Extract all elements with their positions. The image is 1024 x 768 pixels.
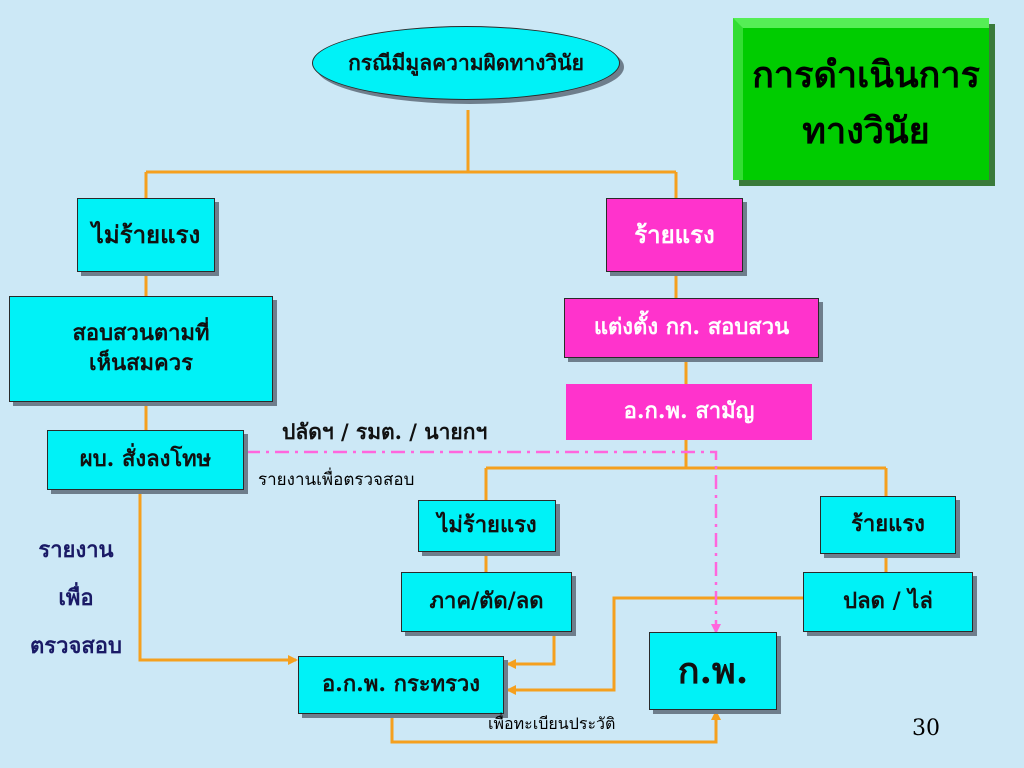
left-punish-node: ผบ. สั่งลงโทษ [47,430,244,490]
major-penalty-node: ปลด / ไล่ [803,572,973,632]
left-investigate-node: สอบสวนตามที่ เห็นสมควร [9,296,273,402]
left-severity-node: ไม่ร้ายแรง [77,198,215,272]
record-label: เพื่อทะเบียนประวัติ [488,714,616,733]
line-major-to-ministry [506,596,804,695]
title-line-1: การดำเนินการ [752,54,980,97]
ocs-general-node: อ.ก.พ. สามัญ [566,384,812,440]
dashed-report-line [246,450,721,634]
ocsc-node: ก.พ. [649,632,777,710]
side-report-label: รายงาน เพื่อ ตรวจสอบ [12,526,140,670]
side-report-line-2: เพื่อ [58,585,94,611]
sub-minor-node: ไม่ร้ายแรง [418,500,556,552]
line-ministry-to-ocsc [390,710,721,744]
page-number: 30 [912,716,940,741]
ministry-node: อ.ก.พ. กระทรวง [298,656,504,714]
left-investigate-line-2: เห็นสมควร [89,350,193,376]
side-report-line-1: รายงาน [38,537,114,563]
title-box: การดำเนินการ ทางวินัย [733,18,989,180]
sub-major-node: ร้ายแรง [820,496,956,554]
root-node: กรณีมีมูลความผิดทางวินัย [312,26,620,100]
side-report-line-3: ตรวจสอบ [30,633,122,659]
minor-penalty-node: ภาค/ตัด/ลด [401,572,572,632]
committee-node: แต่งตั้ง กก. สอบสวน [564,298,819,358]
left-investigate-line-1: สอบสวนตามที่ [72,320,210,347]
officials-label: ปลัดฯ / รมต. / นายกฯ [282,419,488,444]
right-severity-node: ร้ายแรง [606,198,743,272]
report-label: รายงานเพื่อตรวจสอบ [258,470,415,490]
line-left-to-ministry [138,490,298,665]
title-line-2: ทางวินัย [802,110,930,152]
line-minor-to-ministry [506,632,556,669]
